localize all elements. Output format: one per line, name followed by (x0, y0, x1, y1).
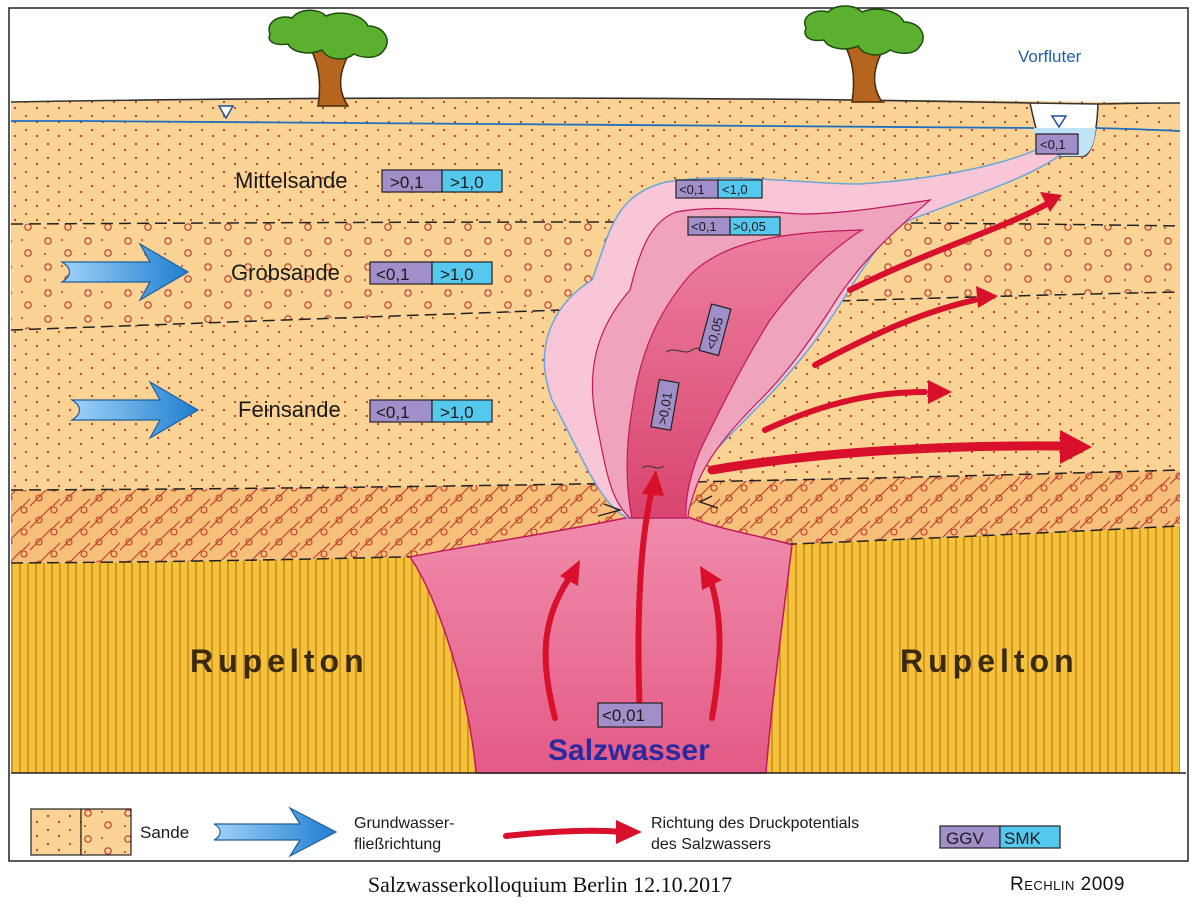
water-level-marker-left (217, 105, 235, 120)
legend-grundwasser-line1: Grundwasser- (354, 815, 454, 832)
label-rupelton-right: Rupelton (900, 643, 1079, 679)
caption: Salzwasserkolloquium Berlin 12.10.2017 (367, 872, 733, 897)
plume-mid-smk-value: >0,05 (733, 219, 766, 234)
label-rupelton-left: Rupelton (190, 643, 369, 679)
flow-arrow-grobsande (59, 242, 190, 302)
plume-inner-bottom-value: >0,01 (655, 391, 675, 426)
credit: Rechlin 2009 (1010, 874, 1125, 895)
legend-grundwasser-line2: fließrichtung (354, 836, 441, 853)
legend: Sande Grundwasser- fließrichtung Richtun… (11, 772, 1186, 858)
pressure-arrowheads (560, 192, 1092, 590)
value-box-plume-outer: <0,1 <1,0 (675, 179, 763, 199)
legend-sande-swatch (30, 808, 132, 856)
salz-base-value: <0,01 (602, 706, 645, 725)
transition-layer (11, 470, 1180, 563)
pressure-arrows (542, 202, 1065, 721)
value-box-vorfluter: <0,1 (1035, 133, 1079, 155)
label-mittelsande: Mittelsande (235, 168, 348, 193)
label-feinsande: Feinsande (238, 397, 341, 422)
mittel-smk-value: >1,0 (450, 173, 484, 192)
value-box-feinsande: <0,1 >1,0 (369, 399, 493, 423)
plume-outer-ggv-value: <0,1 (679, 182, 705, 197)
mittel-ggv-value: >0,1 (390, 173, 424, 192)
plume-mid-ggv-value: <0,1 (691, 219, 717, 234)
grob-ggv-value: <0,1 (376, 265, 410, 284)
water-level-marker-right (1050, 115, 1068, 129)
value-box-plume-inner-bottom: >0,01 (650, 378, 680, 431)
vorfluter-value: <0,1 (1040, 137, 1066, 152)
value-box-salz-base: <0,01 (597, 702, 663, 728)
legend-smk-label: SMK (1004, 829, 1042, 848)
ground-layers (10, 97, 1181, 773)
value-box-mittelsande: >0,1 >1,0 (381, 169, 503, 193)
flow-arrow-feinsande (69, 380, 200, 440)
label-grobsande: Grobsande (231, 260, 340, 285)
legend-pressure-arrow-icon (503, 827, 623, 839)
tree-icon-right (803, 5, 924, 103)
value-box-plume-inner-top: <0,05 (698, 303, 732, 357)
grob-smk-value: >1,0 (440, 265, 474, 284)
legend-druck-line1: Richtung des Druckpotentials (651, 815, 859, 832)
label-salzwasser: Salzwasser (548, 734, 710, 767)
fein-smk-value: >1,0 (440, 403, 474, 422)
tree-icon-left (268, 9, 388, 107)
fein-ggv-value: <0,1 (376, 403, 410, 422)
plume-inner (626, 229, 865, 519)
legend-sande-label: Sande (140, 823, 189, 842)
value-box-grobsande: <0,1 >1,0 (369, 261, 493, 285)
value-box-plume-middle: <0,1 >0,05 (687, 216, 781, 236)
legend-druck-line2: des Salzwassers (651, 836, 771, 853)
plume-outer-smk-value: <1,0 (722, 182, 748, 197)
label-vorfluter: Vorfluter (1018, 47, 1082, 66)
salzwasser-base (408, 516, 793, 774)
legend-flow-arrow-icon (213, 806, 338, 858)
legend-ggv-label: GGV (946, 829, 984, 848)
